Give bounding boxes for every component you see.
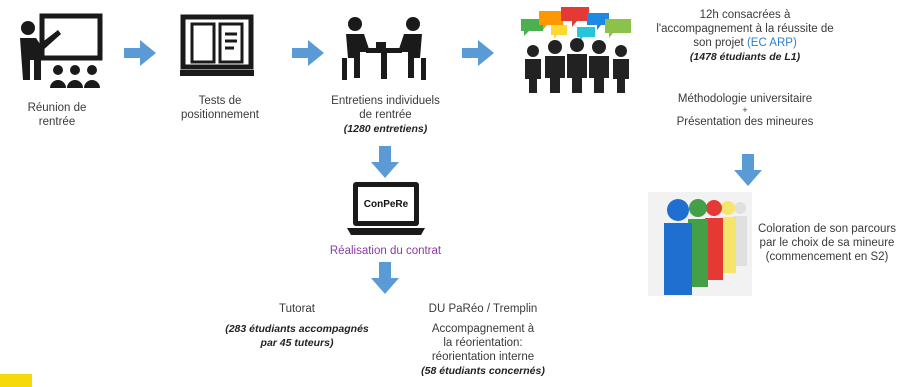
arrow-down-icon — [371, 146, 399, 178]
dupareo-block: DU PaRéo / Tremplin Accompagnement à la … — [421, 303, 545, 377]
contrat-caption: Réalisation du contrat — [329, 245, 442, 257]
teacher-presentation-icon — [20, 13, 103, 88]
book-icon — [180, 14, 254, 76]
colored-people-icon — [648, 192, 752, 296]
interview-icon — [342, 17, 426, 80]
arrow-down-icon — [371, 262, 399, 294]
arrow-right-icon — [124, 40, 156, 66]
arrow-right-icon — [462, 40, 494, 66]
arrow-down-icon — [734, 154, 762, 186]
methodologie-text: Méthodologie universitaire + Présentatio… — [676, 93, 814, 128]
yellow-corner-marker — [0, 374, 32, 387]
conpere-label: ConPeRe — [363, 199, 409, 210]
tutorat-block: Tutorat (283 étudiants accompagnés par 4… — [225, 303, 369, 349]
ec-arp-link[interactable]: (EC ARP) — [746, 37, 797, 49]
entretiens-label: Entretiens individuels de rentrée (1280 … — [331, 95, 440, 135]
group-discussion-icon — [521, 7, 631, 93]
laptop-icon — [347, 182, 425, 235]
accompagnement-text: 12h consacrées à l'accompagnement à la r… — [656, 9, 834, 63]
reunion-label: Réunion de rentrée — [27, 102, 87, 128]
coloration-text: Coloration de son parcours par le choix … — [757, 223, 897, 263]
arrow-right-icon — [292, 40, 324, 66]
tests-label: Tests de positionnement — [181, 95, 259, 121]
